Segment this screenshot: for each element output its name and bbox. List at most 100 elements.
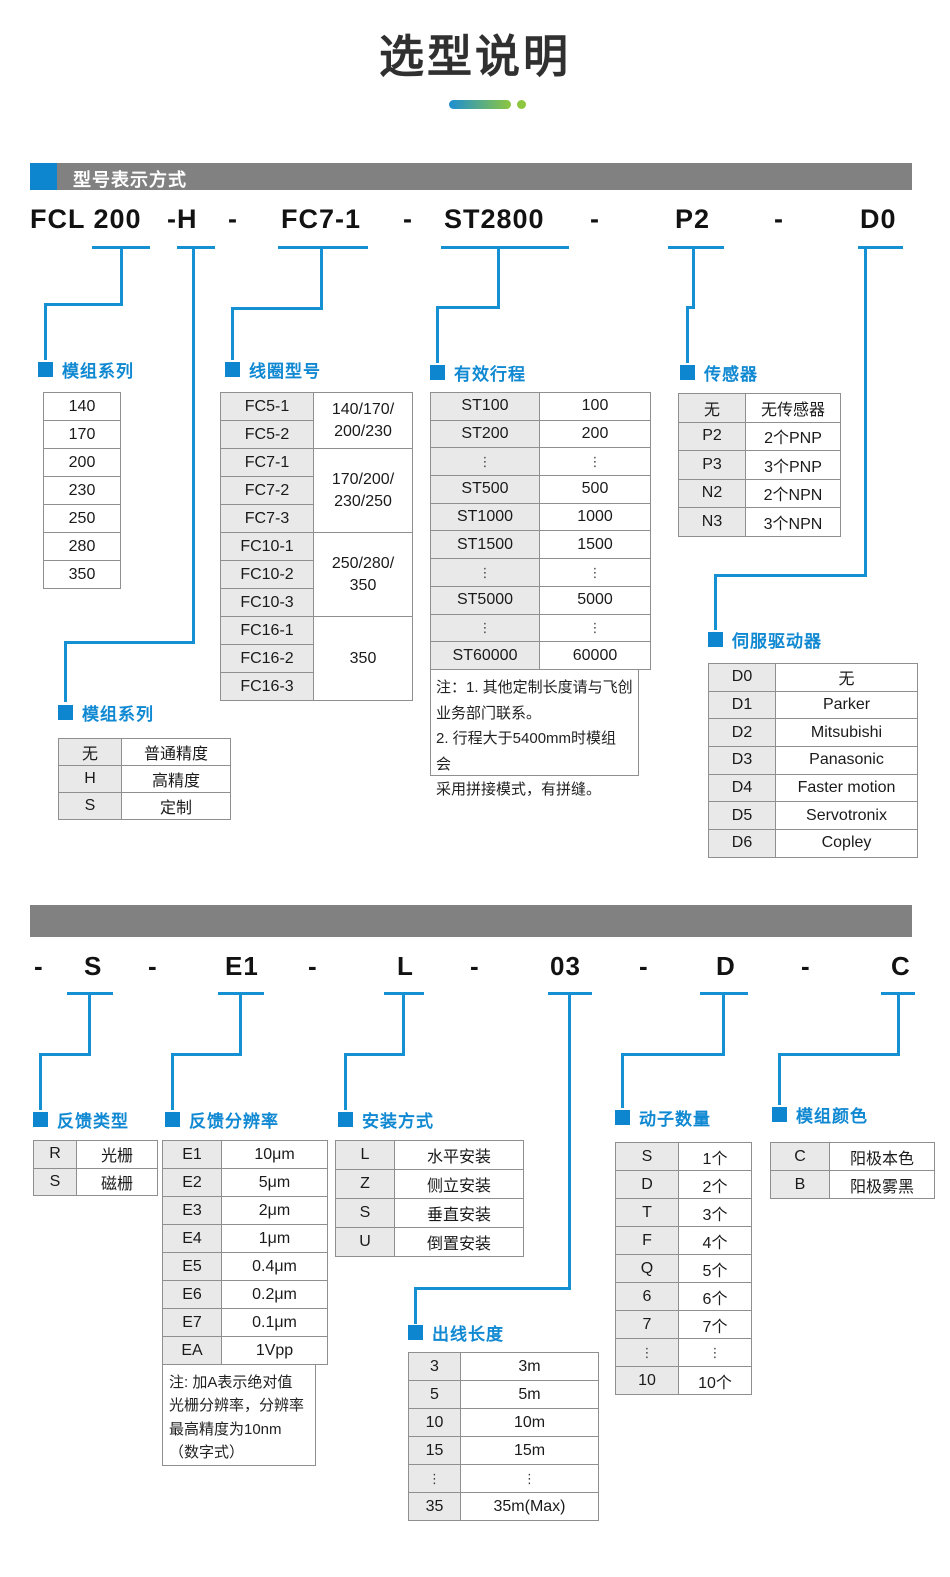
model-code-segment: ST2800: [444, 204, 545, 234]
connector-line: [320, 249, 323, 307]
label-servo-driver: 伺服驱动器: [708, 627, 822, 652]
table-row: FC7-3: [220, 504, 413, 533]
connector-line: [858, 246, 903, 249]
table-cell: 无: [678, 393, 746, 423]
table-cell: 2个PNP: [745, 421, 841, 451]
table-cell: F: [615, 1226, 679, 1255]
connector-line: [402, 995, 405, 1053]
connector-line: [700, 992, 748, 995]
table-cell: ⋮: [539, 613, 651, 643]
model-code-separator: -: [148, 951, 158, 981]
table-cell: 磁栅: [76, 1167, 158, 1196]
table-row: ⋮⋮: [615, 1338, 752, 1367]
section1-header-bar: [30, 163, 912, 190]
connector-line: [621, 1056, 624, 1108]
table-cell: Q: [615, 1254, 679, 1283]
section1-header-square: [30, 163, 57, 190]
gradient-accent-dot: [517, 100, 526, 109]
table-row: ⋮⋮: [408, 1464, 599, 1493]
table-cell: S: [335, 1198, 395, 1228]
table-cell: FC7-2: [220, 476, 314, 505]
table-row: FC7-2: [220, 476, 413, 505]
connector-line: [692, 249, 695, 306]
section2-header-bar: [30, 905, 912, 937]
table-cell: 10个: [678, 1366, 752, 1395]
table-cell: S: [33, 1167, 77, 1196]
table-row: 280: [43, 532, 121, 561]
label-feedback-type: 反馈类型: [33, 1107, 129, 1132]
table-cell: N2: [678, 478, 746, 508]
connector-line: [568, 995, 571, 1287]
table-cell: 140/170/ 200/230: [313, 392, 413, 449]
table-cell: 200: [43, 448, 121, 477]
table-cell: 140: [43, 392, 121, 421]
table-cell: D3: [708, 746, 776, 775]
connector-line: [278, 246, 368, 249]
table-cell: ST200: [430, 419, 540, 449]
model-code-separator: -: [470, 951, 480, 981]
table-row: 230: [43, 476, 121, 505]
table-row: ⋮⋮: [430, 558, 651, 587]
table-cell: N3: [678, 507, 746, 537]
connector-line: [722, 995, 725, 1053]
table-cell: 倒置安装: [394, 1227, 524, 1257]
table-row: 170: [43, 420, 121, 449]
model-code-separator: -: [308, 951, 318, 981]
table-cell: 1个: [678, 1142, 752, 1171]
connector-line: [239, 995, 242, 1053]
label-cable-length: 出线长度: [408, 1320, 504, 1345]
stroke-note: 注：1. 其他定制长度请与飞创 业务部门联系。 2. 行程大于5400mm时模组…: [430, 669, 639, 798]
table-cell: R: [33, 1140, 77, 1169]
table-cell: 10m: [460, 1408, 599, 1437]
table-cell: 10: [615, 1366, 679, 1395]
connector-line: [441, 246, 569, 249]
table-cell: 250/280/ 350: [313, 532, 413, 617]
connector-line: [231, 307, 323, 310]
model-code-separator: -: [34, 951, 44, 981]
label-module-series: 模组系列: [38, 357, 134, 382]
connector-line: [686, 309, 689, 363]
table-cell: FC16-2: [220, 644, 314, 673]
table-cell: 定制: [121, 792, 231, 820]
connector-line: [714, 577, 717, 630]
model-code-segment: FCL 200: [30, 204, 142, 234]
bullet-square-icon: [165, 1112, 180, 1127]
connector-line: [218, 992, 264, 995]
table-cell: 无: [58, 738, 122, 766]
table-cell: E1: [162, 1140, 222, 1169]
connector-line: [414, 1290, 417, 1324]
model-code-segment: L: [397, 951, 414, 981]
connector-line: [436, 306, 500, 309]
table-cell: 3m: [460, 1352, 599, 1381]
table-cell: D0: [708, 663, 776, 692]
connector-line: [171, 1053, 242, 1056]
table-cell: FC16-3: [220, 672, 314, 701]
connector-line: [778, 1053, 900, 1056]
model-code-separator: -: [403, 204, 413, 234]
connector-line: [621, 1053, 725, 1056]
table-cell: U: [335, 1227, 395, 1257]
table-cell: 170: [43, 420, 121, 449]
